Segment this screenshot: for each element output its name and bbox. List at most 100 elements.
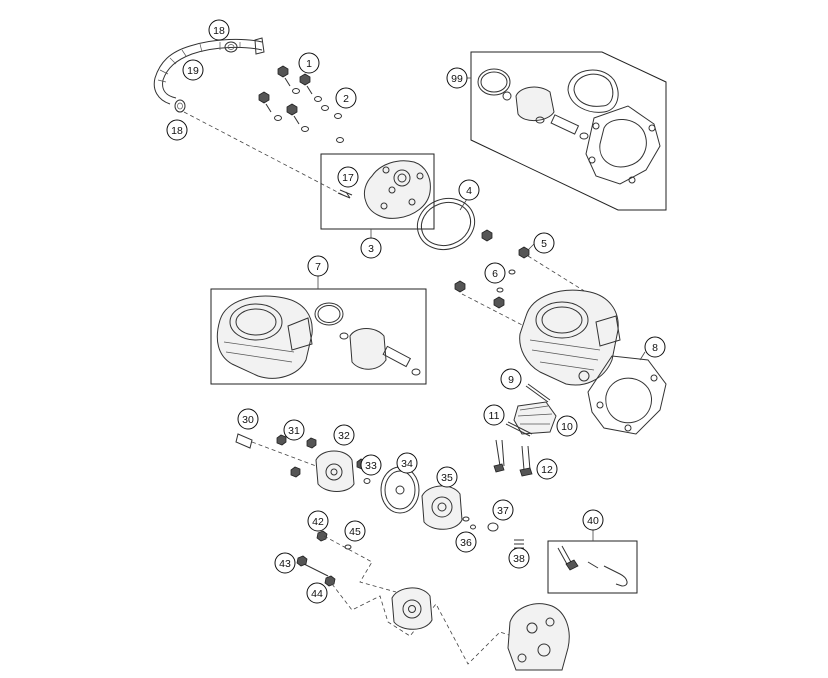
callout-42: 42 (307, 510, 329, 532)
piston-kit-parts (477, 68, 661, 185)
callout-43: 43 (274, 552, 296, 574)
svg-text:43: 43 (279, 558, 291, 570)
cylinder-nuts (454, 229, 530, 309)
callout-45: 45 (344, 520, 366, 542)
pump-impeller-housing (391, 587, 433, 630)
callout-8: 8 (644, 336, 666, 358)
head-screws (258, 65, 313, 125)
callout-9: 9 (500, 368, 522, 390)
head-gasket (416, 197, 476, 251)
pump-fitting-30 (235, 433, 253, 449)
callout-33: 33 (360, 454, 382, 476)
callout-3: 3 (360, 237, 382, 259)
callout-99: 99 (446, 67, 468, 89)
svg-text:40: 40 (587, 515, 599, 527)
svg-text:19: 19 (187, 65, 199, 77)
pump-cover-32 (315, 450, 355, 492)
svg-text:37: 37 (497, 505, 509, 517)
pump-seal-33 (363, 478, 371, 484)
pump-oring-37 (487, 522, 499, 532)
callout-32: 32 (333, 424, 355, 446)
hose-clamp-top (224, 41, 238, 53)
callout-7: 7 (307, 255, 329, 277)
svg-text:38: 38 (513, 553, 525, 565)
pump-gasket-34 (380, 466, 420, 514)
callout-1: 1 (298, 52, 320, 74)
leader-30 (251, 441, 317, 467)
leader-clamp-to-head (183, 111, 346, 197)
leader-lower-a (323, 535, 397, 593)
svg-text:36: 36 (460, 537, 472, 549)
svg-text:8: 8 (652, 342, 658, 354)
svg-text:30: 30 (242, 414, 254, 426)
leader-nut-6 (461, 293, 529, 329)
svg-text:4: 4 (466, 185, 472, 197)
callout-40: 40 (582, 509, 604, 531)
callout-10: 10 (556, 415, 578, 437)
callout-35: 35 (436, 466, 458, 488)
leader-8 (639, 351, 646, 361)
svg-text:2: 2 (343, 93, 349, 105)
callout-36: 36 (455, 531, 477, 553)
svg-text:10: 10 (561, 421, 573, 433)
cylinder (519, 289, 621, 386)
leader-5 (527, 243, 535, 251)
callout-6: 6 (484, 262, 506, 284)
svg-text:33: 33 (365, 460, 377, 472)
cylinder-base-gasket (587, 355, 667, 435)
callout-5: 5 (533, 232, 555, 254)
svg-text:9: 9 (508, 374, 514, 386)
callout-18-top: 18 (208, 19, 230, 41)
svg-text:34: 34 (401, 458, 413, 470)
svg-text:7: 7 (315, 261, 321, 273)
cylinder-washers (496, 269, 516, 293)
svg-text:18: 18 (171, 125, 183, 137)
svg-text:1: 1 (306, 58, 312, 70)
svg-text:11: 11 (489, 410, 500, 422)
svg-text:31: 31 (288, 425, 300, 437)
svg-text:12: 12 (541, 464, 553, 476)
callout-11: 11 (483, 404, 505, 426)
pump-washers-36 (462, 516, 476, 530)
svg-text:35: 35 (441, 472, 453, 484)
pump-spring-38 (514, 539, 524, 553)
cylinder-assembly-box (210, 288, 427, 385)
svg-text:99: 99 (451, 73, 463, 85)
crankcase-section (507, 603, 570, 671)
callout-19: 19 (182, 59, 204, 81)
svg-text:3: 3 (368, 243, 374, 255)
svg-text:18: 18 (213, 25, 225, 37)
leader-4 (459, 198, 468, 211)
callout-34: 34 (396, 452, 418, 474)
head-washers (274, 88, 344, 143)
callout-2: 2 (335, 87, 357, 109)
valve-pin-11 (505, 421, 533, 437)
hose-clamp-bottom (174, 99, 186, 113)
cylinder-head (363, 160, 431, 219)
leader-lower-b (331, 583, 525, 665)
valve-drum (513, 401, 557, 435)
callout-4: 4 (458, 179, 480, 201)
cylinder-head-box (320, 153, 435, 230)
callout-37: 37 (492, 499, 514, 521)
nut-44 (324, 575, 336, 587)
callout-44: 44 (306, 582, 328, 604)
kit-40-box (547, 540, 638, 594)
valve-rod (525, 383, 551, 403)
svg-text:44: 44 (311, 588, 323, 600)
bolt-42 (316, 530, 328, 542)
head-fitting (337, 189, 353, 199)
callout-38: 38 (508, 547, 530, 569)
kit-40-parts (557, 545, 628, 587)
callout-12: 12 (536, 458, 558, 480)
piston-kit-box (470, 51, 667, 211)
svg-text:45: 45 (349, 526, 361, 538)
callout-31: 31 (283, 419, 305, 441)
washer-45 (344, 544, 352, 550)
bolt-43 (296, 555, 329, 577)
callout-30: 30 (237, 408, 259, 430)
coolant-hose (153, 37, 265, 105)
callout-17: 17 (337, 166, 359, 188)
svg-text:6: 6 (492, 268, 498, 280)
